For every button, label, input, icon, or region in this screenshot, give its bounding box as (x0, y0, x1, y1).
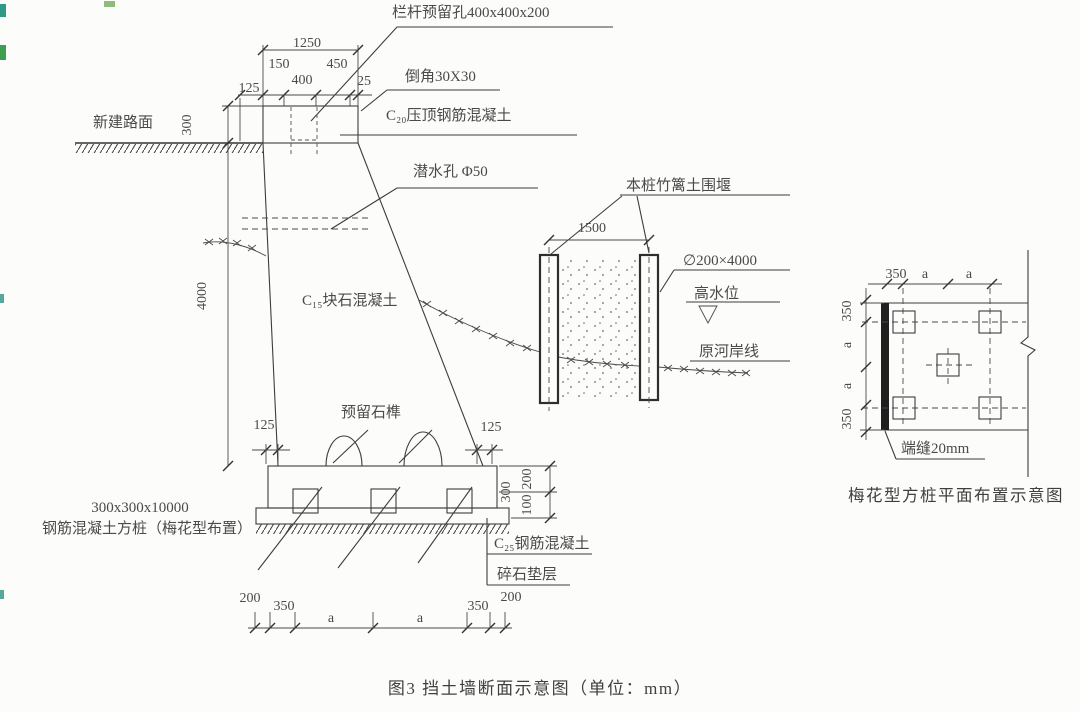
footing-concrete-label: C₂₅钢筋混凝土 (494, 535, 589, 552)
cap-dimensions (222, 44, 372, 472)
dim-base-300: 300 (499, 482, 514, 503)
weep-hole-label: 潜水孔 Φ50 (413, 163, 488, 180)
cofferdam-pile-size-label: ∅200×4000 (683, 253, 757, 269)
stone-tenon-label: 预留石榫 (341, 404, 401, 421)
end-seam-bar (881, 303, 889, 430)
dim-base-100: 100 (520, 495, 535, 516)
dim-cap-150: 150 (269, 57, 290, 72)
dim-base-200: 200 (520, 469, 535, 490)
scan-artifacts (0, 1, 115, 599)
cofferdam (538, 194, 790, 411)
terrain-left (202, 237, 267, 257)
chamfer-label: 倒角30X30 (405, 68, 476, 85)
plan-dim-left-350-top: 350 (840, 301, 855, 322)
end-seam-label: 端缝20mm (901, 440, 970, 457)
cap-block (262, 105, 359, 157)
dim-cap-400: 400 (292, 73, 313, 88)
pile-spec-line1: 300x300x10000 (91, 500, 189, 516)
figure-caption: 图3 挡土墙断面示意图（单位：mm） (388, 679, 692, 698)
plan-dim-left-a1: a (840, 341, 855, 348)
dim-bottom-a-left: a (328, 611, 335, 626)
dim-bottom-350-left: 350 (274, 599, 295, 614)
plan-dim-top-a2: a (966, 267, 973, 282)
dim-cap-total: 1250 (293, 36, 321, 51)
rail-hole-label: 栏杆预留孔400x400x200 (392, 4, 550, 21)
dim-1500: 1500 (578, 221, 606, 236)
dim-bottom-200-right: 200 (501, 590, 522, 605)
dim-cap-125: 125 (239, 81, 260, 96)
dim-cap-450: 450 (327, 57, 348, 72)
footing (252, 429, 592, 586)
plan-dim-left-a2: a (840, 382, 855, 389)
plan-dim-top-a1: a (922, 267, 929, 282)
wall-outline (242, 142, 484, 467)
dim-bottom-200-left: 200 (240, 591, 261, 606)
new-road-label: 新建路面 (93, 114, 153, 131)
old-river-bank-label: 原河岸线 (699, 343, 759, 360)
dim-wall-height: 4000 (195, 282, 210, 310)
plan-caption: 梅花型方桩平面布置示意图 (848, 486, 1064, 505)
road-surface (75, 142, 263, 153)
top-leader-lines (310, 26, 613, 230)
dim-cap-height: 300 (180, 115, 195, 136)
cofferdam-label: 本桩竹篱土围堰 (626, 177, 731, 194)
dim-bottom-350-right: 350 (468, 599, 489, 614)
cap-concrete-label: C₂₀压顶钢筋混凝土 (386, 107, 511, 124)
plan-dim-top-350: 350 (886, 267, 907, 282)
dim-ledge-left: 125 (254, 418, 275, 433)
plan-dim-left-350-bottom: 350 (840, 409, 855, 430)
dim-ledge-right: 125 (481, 420, 502, 435)
plan-view (860, 250, 1036, 477)
rubble-concrete-label: C₁₅块石混凝土 (302, 292, 397, 309)
bottom-dim-chain (248, 612, 512, 634)
high-water-label: 高水位 (694, 285, 739, 302)
pile-spec-line2: 钢筋混凝土方桩（梅花型布置） (42, 520, 252, 537)
dim-bottom-a-right: a (417, 611, 424, 626)
dim-cap-25: 25 (357, 74, 371, 89)
gravel-bed-label: 碎石垫层 (497, 566, 557, 583)
